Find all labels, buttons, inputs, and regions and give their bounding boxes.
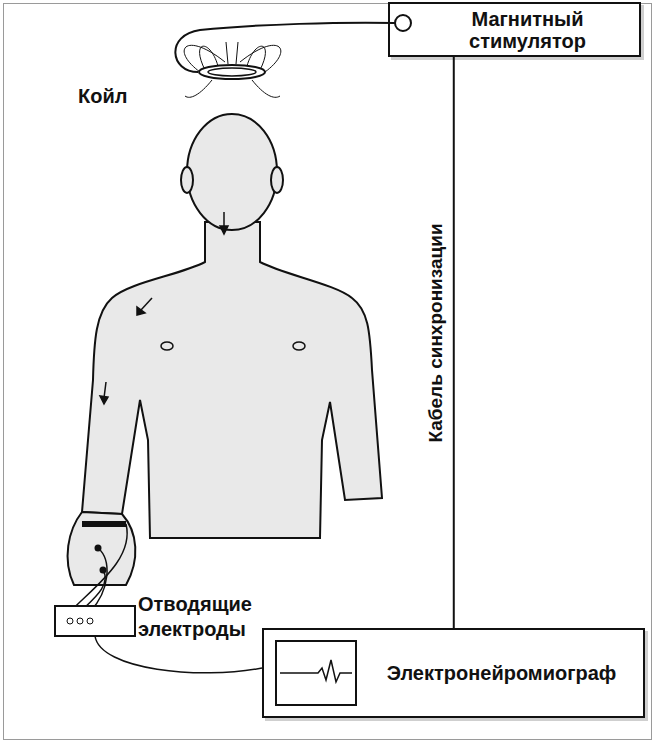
coil-socket xyxy=(395,15,411,31)
device-face xyxy=(262,628,645,718)
amplifier-cable xyxy=(95,636,262,673)
device-name: Магнитный стимулятор xyxy=(424,8,631,52)
amplifier-socket xyxy=(77,618,83,624)
amplifier-socket xyxy=(87,618,93,624)
device-name: Электронейромиограф xyxy=(368,662,635,684)
coil-cable xyxy=(175,23,395,72)
coil xyxy=(208,68,256,76)
nipple xyxy=(161,342,173,350)
head xyxy=(187,114,277,230)
human-body xyxy=(82,222,382,538)
amplifier xyxy=(55,606,135,636)
coil xyxy=(199,65,265,79)
device-box: Магнитный стимулятор xyxy=(388,2,641,57)
device-box: Электронейромиограф xyxy=(262,628,645,718)
electrode-wire xyxy=(70,524,127,612)
waveform xyxy=(280,660,352,682)
nipple xyxy=(293,342,305,350)
screen xyxy=(276,641,356,705)
wrist-band xyxy=(82,521,126,527)
ear xyxy=(271,167,283,193)
hand xyxy=(68,512,136,585)
amplifier-socket xyxy=(67,618,73,624)
part-label: Отводящие электроды xyxy=(138,592,258,642)
signal-arrow xyxy=(100,212,228,404)
part-label: Койл xyxy=(78,84,168,109)
ear xyxy=(181,167,193,193)
device-face xyxy=(388,2,641,57)
cable-label: Кабель синхронизации xyxy=(425,220,447,445)
sync-cable xyxy=(453,57,455,628)
magnetic-field xyxy=(184,42,281,97)
